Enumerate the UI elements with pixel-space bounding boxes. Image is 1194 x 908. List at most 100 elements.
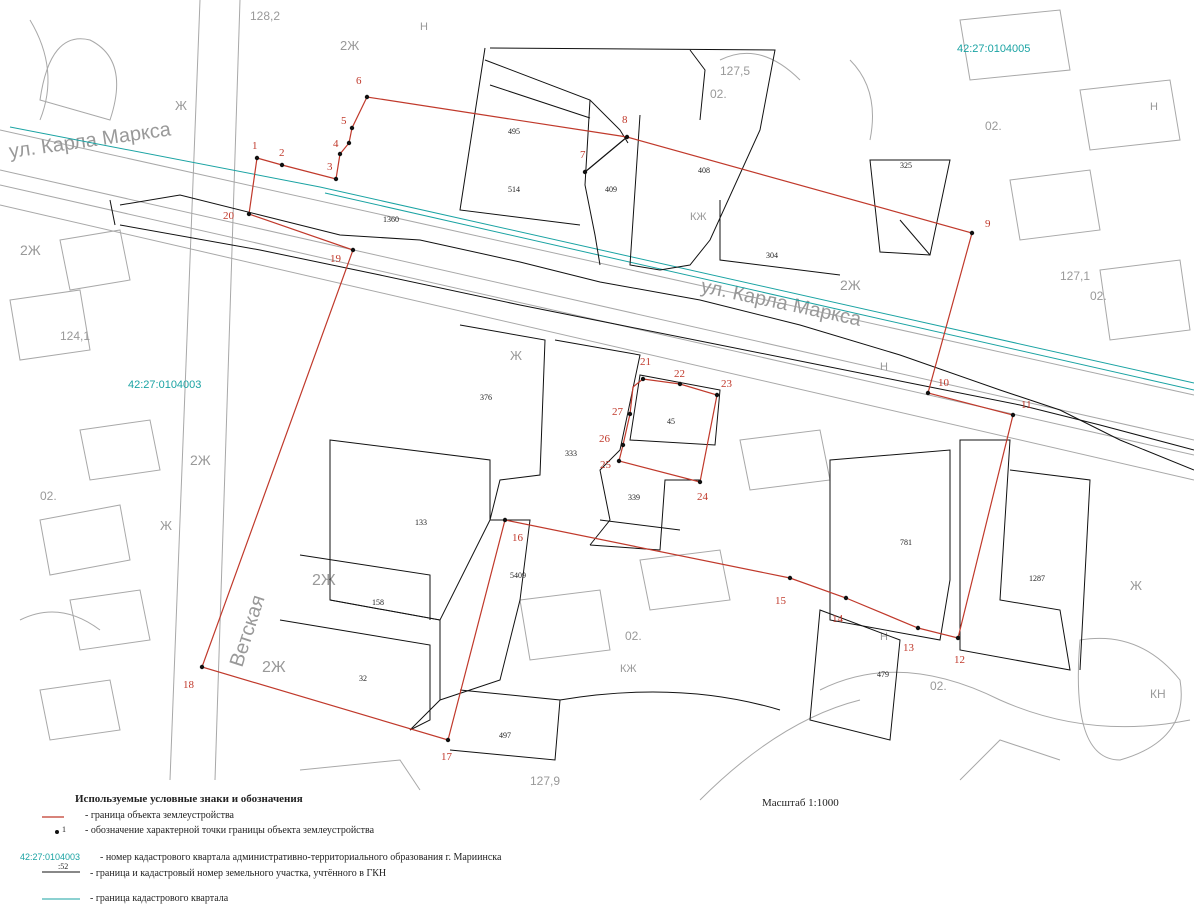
boundary-point: [925, 390, 931, 396]
legend-item-text: - граница объекта землеустройства: [85, 810, 234, 821]
boundary-point: [333, 176, 339, 182]
point-label: 8: [622, 114, 628, 126]
bg-label: Н: [880, 361, 888, 373]
boundary-point: [246, 211, 252, 217]
boundary-point: [337, 151, 343, 157]
boundary-point: [627, 411, 633, 417]
bg-label: Ж: [1130, 578, 1142, 593]
parcel-number: 304: [766, 251, 778, 260]
bg-label: Ж: [175, 98, 187, 113]
parcel-number: 133: [415, 518, 427, 527]
point-label: 5: [341, 115, 347, 127]
background-labels: 2Ж 2Ж 2Ж 2Ж 2Ж 2Ж Ж Ж Ж Ж Н Н Н Н 02. 02…: [8, 9, 1166, 788]
parcel-number: 158: [372, 598, 384, 607]
parcel-number: 1360: [383, 215, 399, 224]
point-label: 10: [938, 377, 950, 389]
bg-label: 2Ж: [312, 572, 336, 589]
parcel-number: 376: [480, 393, 492, 402]
boundary-point: [620, 442, 626, 448]
point-label: 20: [223, 210, 235, 222]
map-scale: Масштаб 1:1000: [762, 797, 839, 809]
parcel-boundaries: [109, 47, 1194, 761]
bg-label: 124,1: [60, 329, 90, 343]
boundary-point: [445, 737, 451, 743]
street-name: Ветская: [226, 592, 270, 669]
parcel-number: 781: [900, 538, 912, 547]
point-label: 24: [697, 491, 709, 503]
quarter-number: 42:27:0104005: [957, 43, 1030, 55]
boundary-point: [616, 458, 622, 464]
point-label: 12: [954, 654, 965, 666]
boundary-point: [502, 517, 508, 523]
boundary-point: [714, 392, 720, 398]
parcel-number: 45: [667, 417, 675, 426]
boundary-points: [199, 94, 1016, 743]
boundary-point: [346, 140, 352, 146]
boundary-point: [640, 376, 646, 382]
boundary-point: [582, 169, 588, 175]
boundary-point: [349, 125, 355, 131]
bg-label: 2Ж: [190, 452, 211, 468]
parcel-number: 497: [499, 731, 511, 740]
parcel-number: 5409: [510, 571, 526, 580]
parcel-number: 409: [605, 185, 617, 194]
legend-point-dot: [55, 830, 59, 834]
bg-label: 02.: [710, 87, 727, 101]
bg-label: 127,1: [1060, 269, 1090, 283]
boundary-point: [199, 664, 205, 670]
legend-item-text: - обозначение характерной точки границы …: [85, 825, 375, 836]
boundary-point: [969, 230, 975, 236]
legend-item-marker: 42:27:0104003: [20, 852, 81, 862]
bg-label: 127,9: [530, 774, 560, 788]
point-label: 23: [721, 378, 733, 390]
bg-label: КЖ: [690, 211, 707, 223]
bg-label: 02.: [40, 489, 57, 503]
parcel-number: 339: [628, 493, 640, 502]
quarter-number: 42:27:0104003: [128, 379, 201, 391]
parcel-number: 325: [900, 161, 912, 170]
bg-label: 128,2: [250, 9, 280, 23]
point-label: 17: [441, 751, 453, 763]
point-label: 13: [903, 642, 915, 654]
bg-label: 02.: [985, 119, 1002, 133]
point-label: 1: [252, 140, 258, 152]
bg-label: 02.: [625, 629, 642, 643]
boundary-point: [677, 381, 683, 387]
background-topography: [0, 0, 1194, 801]
street-name: ул. Карла Маркса: [8, 118, 173, 163]
bg-label: Н: [1150, 101, 1158, 113]
boundary-point: [350, 247, 356, 253]
point-label: 3: [327, 161, 333, 173]
parcel-number: 1287: [1029, 574, 1045, 583]
boundary-point: [364, 94, 370, 100]
parcel-number: 408: [698, 166, 710, 175]
point-label: 14: [832, 613, 844, 625]
bg-label: Н: [420, 21, 428, 33]
parcel-number: 32: [359, 674, 367, 683]
parcel-number: 514: [508, 185, 520, 194]
quarter-boundaries: [9, 126, 1194, 391]
point-label: 7: [580, 149, 586, 161]
point-label: 19: [330, 253, 342, 265]
point-label: 21: [640, 356, 651, 368]
legend-item-text: - граница кадастрового квартала: [90, 893, 229, 904]
point-label: 15: [775, 595, 787, 607]
legend-item-text: - номер кадастрового квартала администра…: [100, 852, 502, 863]
point-label: 22: [674, 368, 685, 380]
boundary-point: [955, 635, 961, 641]
bg-label: КЖ: [620, 663, 637, 675]
bg-label: 02.: [930, 679, 947, 693]
bg-label: Ж: [160, 518, 172, 533]
boundary-point: [1010, 412, 1016, 418]
bg-label: 2Ж: [20, 242, 41, 258]
point-label: 11: [1021, 399, 1032, 411]
parcel-number: 333: [565, 449, 577, 458]
point-label: 16: [512, 532, 524, 544]
parcel-numbers: 495 514 409 408 325 1360 304 376 45 333 …: [359, 127, 1045, 740]
legend-item-marker: :52: [58, 862, 69, 871]
point-label: 9: [985, 218, 991, 230]
parcel-number: 479: [877, 670, 889, 679]
point-label: 4: [333, 138, 339, 150]
legend-title: Используемые условные знаки и обозначени…: [75, 793, 303, 805]
